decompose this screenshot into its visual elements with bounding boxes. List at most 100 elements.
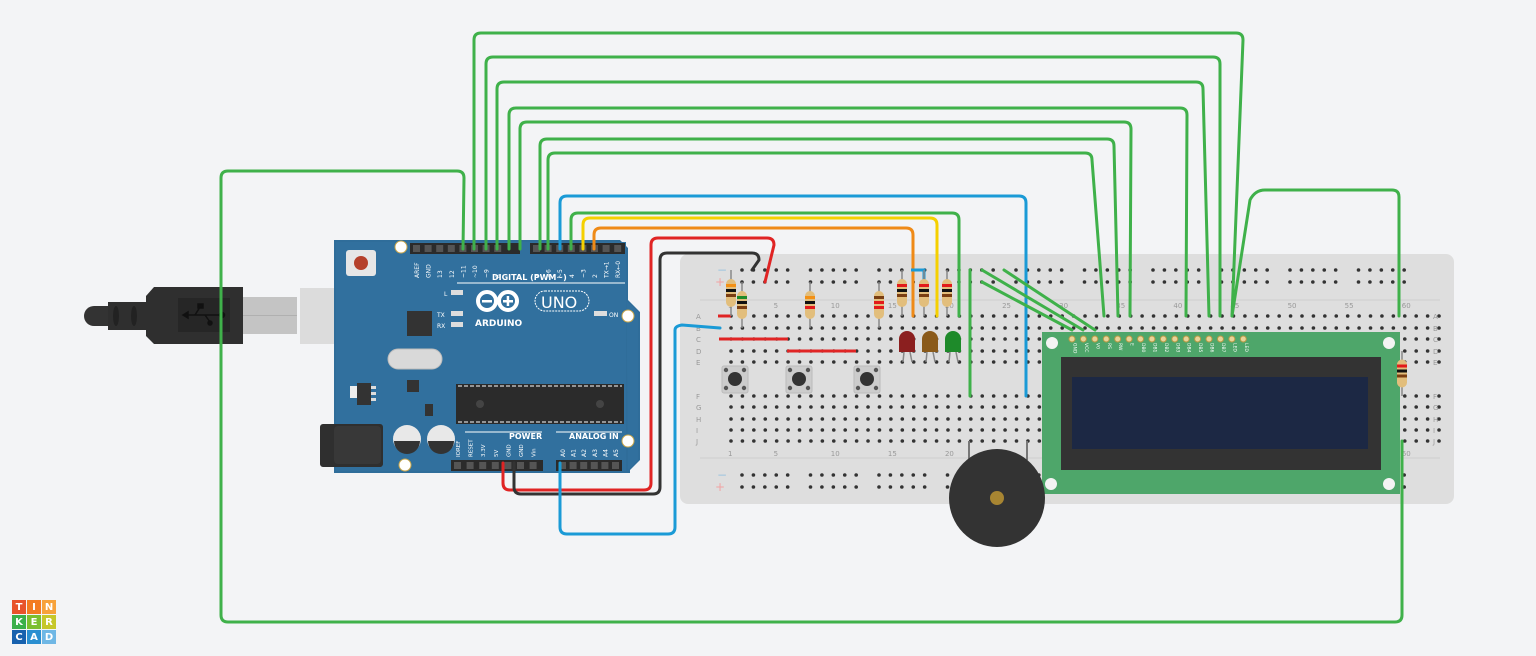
- hole[interactable]: [1368, 326, 1373, 330]
- hole[interactable]: [1414, 439, 1418, 443]
- led-green[interactable]: [945, 331, 961, 363]
- hole[interactable]: [1003, 314, 1007, 318]
- rail-hole[interactable]: [911, 473, 916, 477]
- hole[interactable]: [934, 326, 939, 330]
- hole[interactable]: [820, 405, 825, 409]
- wire[interactable]: [512, 251, 761, 496]
- rail-hole[interactable]: [1048, 268, 1053, 272]
- rail-hole[interactable]: [888, 485, 893, 489]
- rail-hole[interactable]: [1014, 280, 1018, 284]
- hole[interactable]: [752, 349, 756, 353]
- hole[interactable]: [763, 417, 768, 421]
- rail-hole[interactable]: [842, 473, 847, 477]
- hole[interactable]: [1437, 314, 1441, 318]
- rail-hole[interactable]: [1105, 280, 1110, 284]
- hole[interactable]: [797, 326, 802, 330]
- hole[interactable]: [831, 394, 836, 398]
- hole[interactable]: [1265, 326, 1270, 330]
- analog-pin-A3[interactable]: [590, 462, 598, 469]
- hole[interactable]: [1014, 394, 1019, 398]
- hole[interactable]: [763, 349, 768, 353]
- rail-hole[interactable]: [740, 485, 744, 489]
- rail-hole[interactable]: [911, 485, 916, 489]
- resistor[interactable]: [897, 270, 907, 316]
- hole[interactable]: [1003, 337, 1007, 341]
- resistor[interactable]: [805, 282, 815, 328]
- hole[interactable]: [1402, 439, 1407, 443]
- hole[interactable]: [1014, 314, 1019, 318]
- hole[interactable]: [934, 394, 939, 398]
- hole[interactable]: [1391, 314, 1396, 318]
- hole[interactable]: [889, 405, 893, 409]
- hole[interactable]: [1003, 428, 1007, 432]
- hole[interactable]: [1151, 326, 1156, 330]
- hole[interactable]: [1037, 349, 1042, 353]
- hole[interactable]: [752, 326, 756, 330]
- hole[interactable]: [820, 360, 825, 364]
- rail-hole[interactable]: [1059, 280, 1064, 284]
- lcd-pin-DB2[interactable]: [1159, 335, 1167, 343]
- hole[interactable]: [729, 360, 733, 364]
- rail-hole[interactable]: [1322, 280, 1327, 284]
- hole[interactable]: [923, 394, 927, 398]
- hole[interactable]: [820, 417, 825, 421]
- hole[interactable]: [1003, 326, 1007, 330]
- rail-hole[interactable]: [1379, 268, 1384, 272]
- rail-hole[interactable]: [740, 473, 744, 477]
- hole[interactable]: [1425, 405, 1430, 409]
- hole[interactable]: [729, 417, 733, 421]
- rail-hole[interactable]: [774, 268, 779, 272]
- pushbutton-cap[interactable]: [728, 372, 742, 386]
- hole[interactable]: [786, 417, 790, 421]
- hole[interactable]: [854, 337, 859, 341]
- hole[interactable]: [752, 314, 756, 318]
- rail-hole[interactable]: [774, 280, 779, 284]
- hole[interactable]: [923, 326, 927, 330]
- hole[interactable]: [923, 428, 927, 432]
- rail-hole[interactable]: [945, 485, 950, 489]
- usb-cable[interactable]: [84, 287, 338, 344]
- hole[interactable]: [820, 428, 825, 432]
- rail-hole[interactable]: [1014, 268, 1018, 272]
- hole[interactable]: [1425, 349, 1430, 353]
- hole[interactable]: [729, 428, 733, 432]
- power-pin-33V[interactable]: [479, 462, 487, 469]
- lcd-pin-LED[interactable]: [1239, 335, 1247, 343]
- hole[interactable]: [889, 417, 893, 421]
- analog-pin-A1[interactable]: [569, 462, 577, 469]
- hole[interactable]: [957, 417, 962, 421]
- hole[interactable]: [946, 417, 950, 421]
- hole[interactable]: [1368, 314, 1373, 318]
- rail-hole[interactable]: [900, 485, 904, 489]
- hole[interactable]: [752, 405, 756, 409]
- hole[interactable]: [1003, 360, 1007, 364]
- hole[interactable]: [1014, 417, 1019, 421]
- hole[interactable]: [1265, 314, 1270, 318]
- hole[interactable]: [786, 405, 790, 409]
- hole[interactable]: [763, 428, 768, 432]
- hole[interactable]: [1402, 394, 1407, 398]
- hole[interactable]: [843, 439, 847, 443]
- wires[interactable]: [219, 31, 1404, 624]
- hole[interactable]: [831, 360, 836, 364]
- hole[interactable]: [1254, 314, 1259, 318]
- hole[interactable]: [1414, 360, 1418, 364]
- led-red[interactable]: [899, 331, 915, 363]
- resistor[interactable]: [942, 270, 952, 316]
- hole[interactable]: [1414, 405, 1418, 409]
- rail-hole[interactable]: [785, 268, 790, 272]
- resistor[interactable]: [726, 270, 736, 316]
- lcd-pin-RW[interactable]: [1114, 335, 1122, 343]
- hole[interactable]: [866, 417, 870, 421]
- hole[interactable]: [1026, 428, 1030, 432]
- hole[interactable]: [923, 439, 927, 443]
- hole[interactable]: [991, 417, 996, 421]
- lcd-pin-E[interactable]: [1125, 335, 1133, 343]
- rail-hole[interactable]: [1162, 268, 1167, 272]
- lcd-pin-DB1[interactable]: [1148, 335, 1156, 343]
- rail-hole[interactable]: [842, 268, 847, 272]
- rail-hole[interactable]: [1242, 268, 1247, 272]
- rail-hole[interactable]: [763, 485, 767, 489]
